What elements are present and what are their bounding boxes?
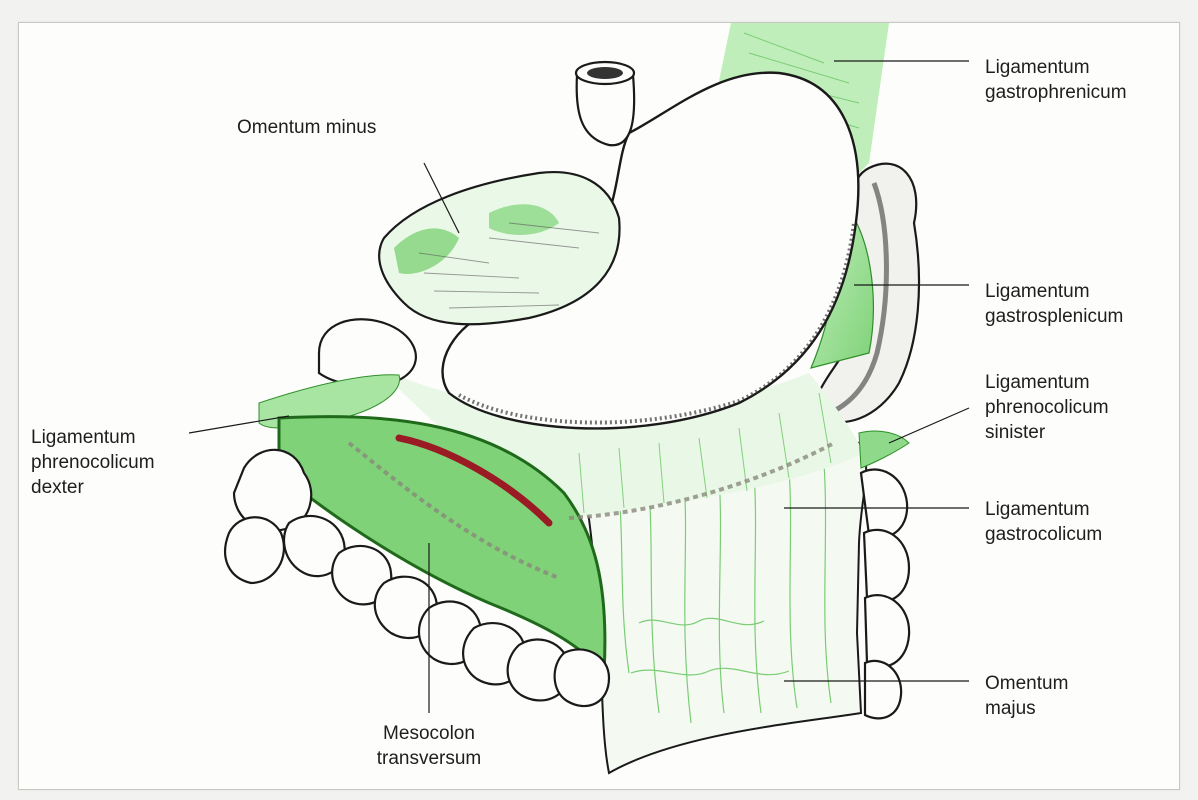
label-phrenocolicum-sinister-line-3: sinister: [985, 422, 1046, 443]
label-gastrocolicum-line-2: gastrocolicum: [985, 524, 1103, 545]
label-ligamentum-phrenocolicum-sinister: Ligamentum phrenocolicum sinister: [985, 370, 1109, 445]
label-ligamentum-gastrocolicum: Ligamentum gastrocolicum: [985, 497, 1102, 547]
leader-lines: [188, 60, 970, 713]
label-ligamentum-gastrophrenicum: Ligamentum gastrophrenicum: [985, 55, 1127, 105]
label-phrenocolicum-dexter-line-3: dexter: [31, 477, 84, 498]
label-phrenocolicum-dexter-line-1: Ligamentum: [31, 427, 136, 448]
anatomy-drawing: [188, 23, 970, 775]
label-gastrocolicum-line-1: Ligamentum: [985, 499, 1090, 520]
label-ligamentum-gastrosplenicum: Ligamentum gastrosplenicum: [985, 279, 1123, 329]
label-omentum-majus: Omentum majus: [985, 671, 1068, 721]
greater-omentum-hatching: [618, 462, 832, 724]
lesser-omentum-hatching: [418, 222, 600, 309]
label-omentum-majus-line-1: Omentum: [985, 673, 1069, 694]
leader-phrenocolicum-sinister: [888, 407, 970, 444]
lesser-omentum-shape: [378, 171, 621, 326]
label-phrenocolicum-sinister-line-1: Ligamentum: [985, 372, 1090, 393]
label-ligamentum-phrenocolicum-dexter: Ligamentum phrenocolicum dexter: [31, 425, 155, 500]
label-gastrosplenicum-line-2: gastrosplenicum: [985, 306, 1124, 327]
label-omentum-minus-line-1: Omentum minus: [237, 117, 377, 138]
esophagus-lumen: [587, 67, 623, 79]
label-mesocolon-transversum: Mesocolon transversum: [359, 721, 499, 771]
leader-omentum-minus: [423, 162, 460, 234]
label-mesocolon-line-1: Mesocolon: [383, 723, 475, 744]
esophagus-shape: [575, 73, 636, 147]
label-mesocolon-line-2: transversum: [376, 748, 482, 769]
leader-phrenocolicum-dexter: [188, 415, 290, 434]
left-phrenocolic-ligament-shape: [858, 430, 910, 469]
label-phrenocolicum-dexter-line-2: phrenocolicum: [31, 452, 155, 473]
descending-colon-shape: [859, 468, 911, 720]
illustration-frame: Omentum minus Ligamentum gastrophrenicum…: [18, 22, 1180, 790]
label-gastrosplenicum-line-1: Ligamentum: [985, 281, 1090, 302]
vessel-red: [395, 434, 553, 527]
label-gastrophrenicum-line-2: gastrophrenicum: [985, 82, 1127, 103]
gastrocolic-hatching: [578, 392, 832, 514]
label-phrenocolicum-sinister-line-2: phrenocolicum: [985, 397, 1109, 418]
label-omentum-minus: Omentum minus: [237, 115, 376, 140]
label-gastrophrenicum-line-1: Ligamentum: [985, 57, 1090, 78]
label-omentum-majus-line-2: majus: [985, 698, 1036, 719]
transverse-colon-shape: [224, 448, 611, 708]
